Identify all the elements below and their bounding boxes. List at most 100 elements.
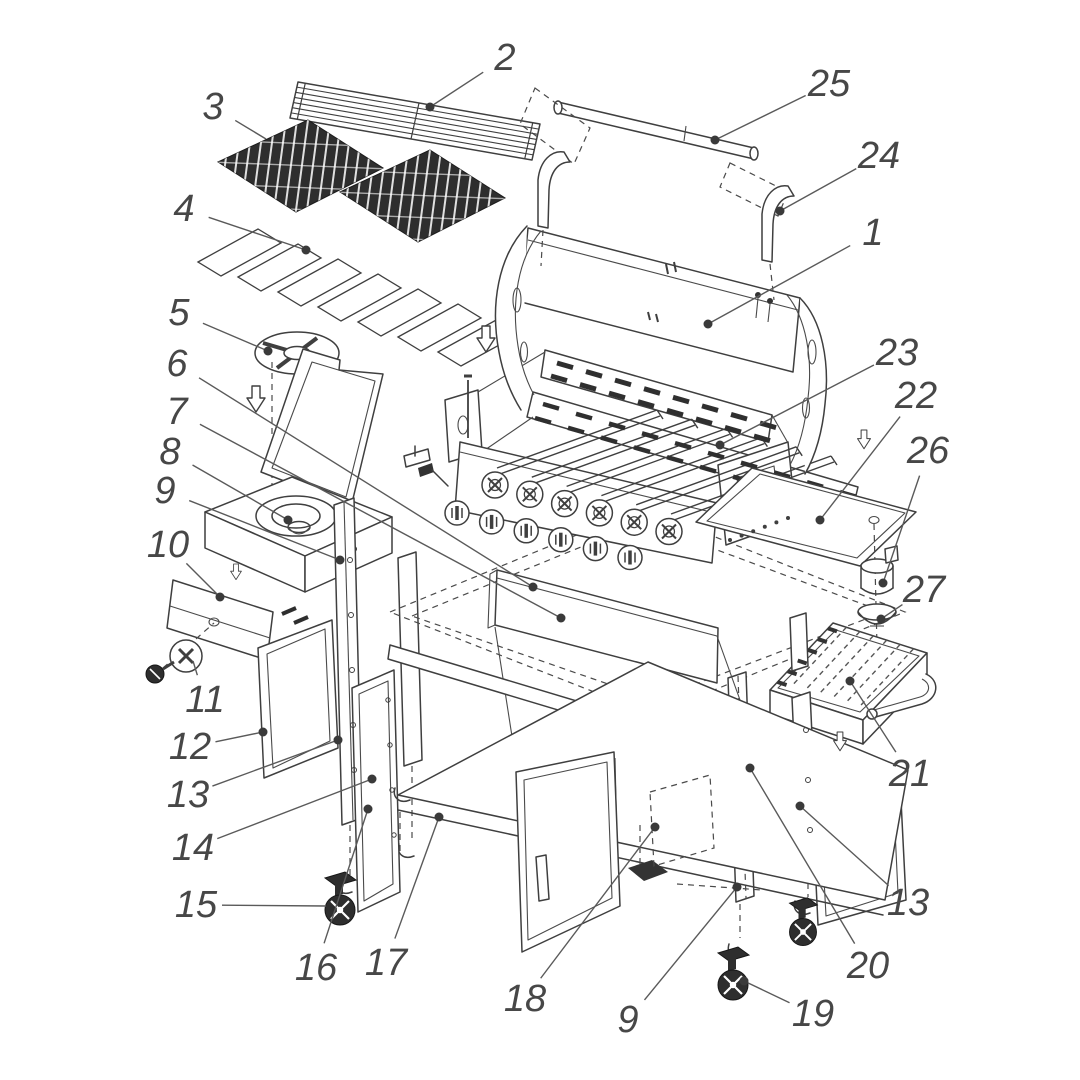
callout-14: 14 <box>172 774 377 869</box>
part-number-label: 16 <box>295 947 338 989</box>
callout-9: 9 <box>617 882 742 1041</box>
part-number-label: 7 <box>166 391 189 433</box>
callout-13: 13 <box>167 735 343 816</box>
part-number-label: 8 <box>159 431 180 473</box>
callout-12: 12 <box>169 726 268 768</box>
leader-dot <box>732 882 742 892</box>
caster-wheel-15 <box>323 870 358 927</box>
callout-16: 16 <box>295 804 373 989</box>
part-number-label: 13 <box>887 882 929 924</box>
callout-2: 2 <box>425 37 516 112</box>
left-cabinet-panel <box>351 669 401 913</box>
control-knobs <box>444 500 643 571</box>
part-number-label: 26 <box>906 430 950 472</box>
leader-dot <box>363 804 373 814</box>
leader-dot <box>739 976 749 986</box>
grill-lid <box>494 225 828 475</box>
leader-dot <box>425 102 435 112</box>
part-number-label: 12 <box>169 726 211 768</box>
leader-dot <box>876 614 886 624</box>
part-number-label: 6 <box>166 343 188 385</box>
caster-wheel-19a <box>716 945 751 1002</box>
callout-11: 11 <box>185 660 225 721</box>
callout-9: 9 <box>154 470 345 565</box>
part-number-label: 24 <box>857 135 900 177</box>
part-number-label: 10 <box>147 524 189 566</box>
part-number-label: 25 <box>807 63 851 105</box>
part-number-label: 18 <box>504 978 546 1020</box>
callout-17: 17 <box>365 812 444 984</box>
right-side-shelf <box>695 467 917 567</box>
handle-end-brackets <box>537 151 795 301</box>
leader-dot <box>333 735 343 745</box>
callout-8: 8 <box>159 431 293 525</box>
leader-dot <box>815 515 825 525</box>
leader-dot <box>795 801 805 811</box>
part-number-label: 23 <box>875 332 918 374</box>
callout-23: 23 <box>715 332 918 450</box>
knob-bezels <box>481 471 683 546</box>
part-number-label: 15 <box>175 884 218 926</box>
leader-dot <box>775 206 785 216</box>
callout-4: 4 <box>173 188 311 255</box>
leader-dot <box>878 578 888 588</box>
part-number-label: 9 <box>617 999 638 1041</box>
leader-dot <box>301 245 311 255</box>
mounting-screw <box>464 374 472 438</box>
leader-dot <box>650 822 660 832</box>
part-number-label: 14 <box>172 827 214 869</box>
gas-line-connector <box>628 774 715 881</box>
callout-1: 1 <box>703 212 884 329</box>
part-number-label: 4 <box>173 188 194 230</box>
callout-3: 3 <box>202 86 267 140</box>
callout-21: 21 <box>845 676 931 795</box>
side-burner-lid <box>260 348 384 508</box>
part-number-label: 17 <box>365 942 409 984</box>
callout-5: 5 <box>168 292 273 356</box>
callout-18: 18 <box>504 822 660 1020</box>
cabinet-door <box>515 751 621 953</box>
callout-10: 10 <box>147 524 225 602</box>
part-number-label: 5 <box>168 292 190 334</box>
part-number-label: 3 <box>202 86 223 128</box>
leader-dot <box>845 676 855 686</box>
part-number-label: 13 <box>167 774 209 816</box>
part-number-label: 2 <box>493 37 515 79</box>
callout-24: 24 <box>775 135 900 216</box>
leader-dot <box>335 555 345 565</box>
callout-20: 20 <box>745 763 889 987</box>
callout-26: 26 <box>878 430 950 588</box>
callout-6: 6 <box>166 343 538 592</box>
part-number-label: 19 <box>792 993 834 1035</box>
part-number-label: 21 <box>888 753 931 795</box>
part-number-label: 22 <box>894 375 937 417</box>
part-number-label: 11 <box>185 679 224 721</box>
leader-dot <box>715 440 725 450</box>
callout-13: 13 <box>795 801 929 924</box>
igniter-module <box>403 445 449 487</box>
leader-dot <box>528 582 538 592</box>
callout-15: 15 <box>175 884 327 926</box>
callout-7: 7 <box>166 391 566 623</box>
leader-dot <box>283 515 293 525</box>
leader-dot <box>434 812 444 822</box>
lid-handle-bar <box>519 87 789 217</box>
callout-19: 19 <box>739 976 834 1035</box>
part-number-label: 27 <box>902 569 947 611</box>
callout-27: 27 <box>876 569 947 624</box>
leader-dot <box>215 592 225 602</box>
grease-cup <box>857 603 897 627</box>
part-number-label: 1 <box>862 212 883 254</box>
caster-wheel-19b <box>788 896 819 947</box>
leader-dot <box>258 727 268 737</box>
part-number-label: 20 <box>846 945 889 987</box>
heat-tents <box>196 228 523 367</box>
part-number-label: 9 <box>154 470 175 512</box>
callout-25: 25 <box>710 63 851 145</box>
leader-dot <box>556 613 566 623</box>
leader-dot <box>745 763 755 773</box>
leader-dot <box>710 135 720 145</box>
